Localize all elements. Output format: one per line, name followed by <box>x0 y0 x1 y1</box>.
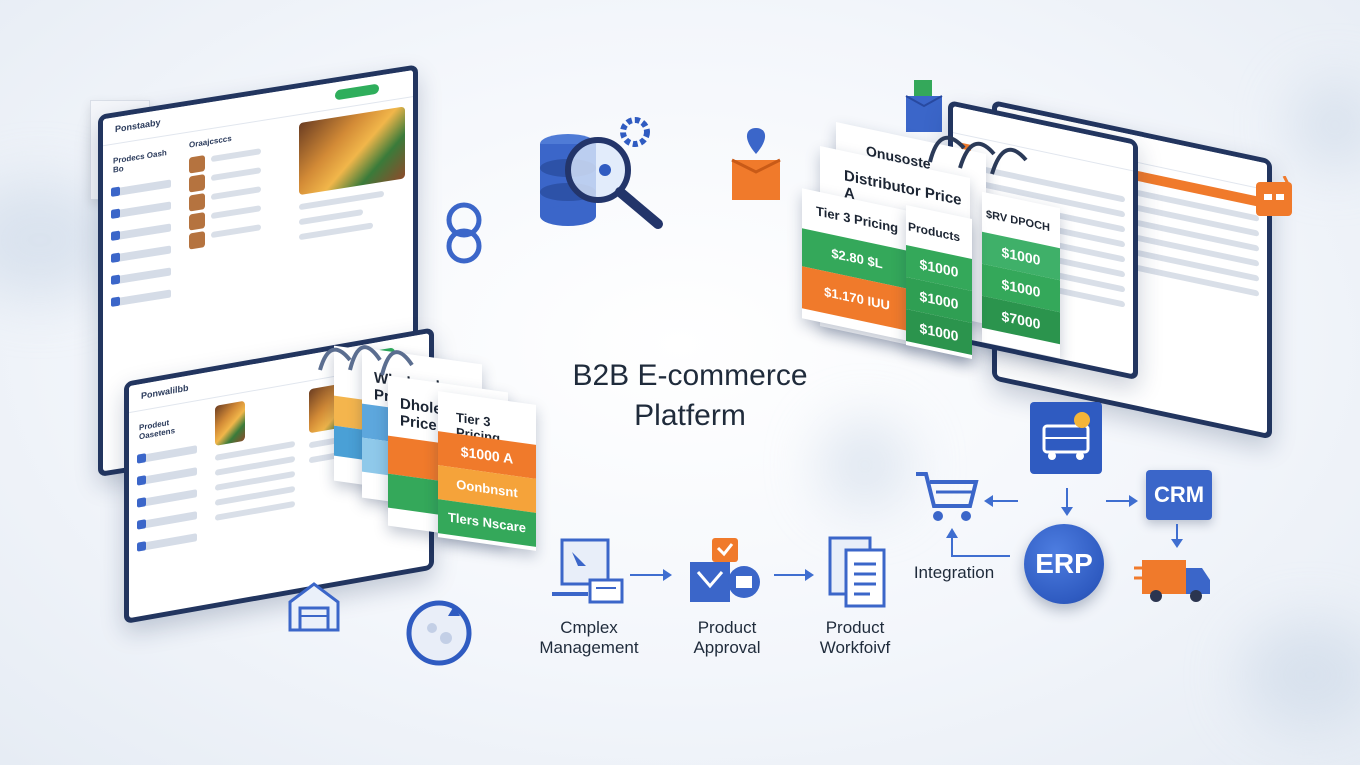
sidebar-heading: Prodecs Oash Bo <box>113 148 167 175</box>
background-blur <box>1290 80 1360 170</box>
sidebar-item[interactable] <box>115 201 171 219</box>
cart-arrow <box>984 495 1018 507</box>
sidebar-item[interactable] <box>115 267 171 285</box>
sidebar-heading: Prodeut Oasetens <box>139 418 176 442</box>
flow-arrow <box>774 569 814 581</box>
background-blur <box>820 420 910 510</box>
card-label: Products <box>908 219 961 245</box>
sidebar-item[interactable] <box>141 467 197 486</box>
crm-down-arrow <box>1171 524 1183 548</box>
binder-rings <box>928 135 1028 175</box>
green-price-card: $RV DPOCH $1000 $1000 $7000 <box>982 191 1060 359</box>
warehouse-icon <box>288 582 340 632</box>
cube-icon <box>905 80 943 132</box>
sidebar-item[interactable] <box>115 245 171 263</box>
workflow-label-management: Cmplex Management <box>539 618 639 657</box>
sidebar-item[interactable] <box>141 533 197 552</box>
products-price-card: Products $1000 $1000 $1000 <box>906 204 972 360</box>
workflow-label-approval: Product Approval <box>693 618 761 657</box>
shopping-cart-icon <box>916 472 979 521</box>
sidebar-item[interactable] <box>115 289 171 307</box>
background-blur <box>1240 620 1360 730</box>
product-image <box>215 400 245 446</box>
approval-icon <box>690 538 760 602</box>
title-line-1: B2B E-commerce <box>572 359 808 392</box>
page-title: B2B E-commerce Platferm <box>530 356 850 436</box>
workflow-label-workflow: Product Workfoivf <box>819 618 891 657</box>
erp-badge: ERP <box>1024 524 1104 604</box>
sync-icon <box>406 600 472 666</box>
card-label: $RV DPOCH <box>986 208 1050 235</box>
sidebar: Prodecs Oash Bo <box>103 134 183 323</box>
vehicle-app-icon <box>1030 402 1102 474</box>
vehicle-arrow <box>1061 488 1073 516</box>
green-action-button[interactable] <box>335 83 379 101</box>
link-icon <box>446 202 482 264</box>
sidebar-item[interactable] <box>141 445 197 464</box>
flow-arrow <box>630 569 672 581</box>
product-image <box>299 106 405 196</box>
crm-label: CRM <box>1153 482 1205 507</box>
workflow-document-icon <box>828 536 886 608</box>
product-list: Oraajcsccs <box>183 116 291 309</box>
robot-icon <box>1256 176 1292 216</box>
sidebar-item[interactable] <box>115 179 171 197</box>
crm-badge: CRM <box>1146 470 1212 520</box>
product-list <box>209 383 301 553</box>
sidebar-item[interactable] <box>141 511 197 530</box>
binder-rings <box>318 345 414 376</box>
sidebar-item[interactable] <box>115 223 171 241</box>
database-search-icon <box>540 117 663 229</box>
title-line-2: Platferm <box>634 399 746 432</box>
location-box-icon <box>731 128 781 200</box>
tier-3-pricing-right-card: Tier 3 Pricing $2.80 $L $1.170 IUU <box>802 188 912 342</box>
product-detail <box>291 97 413 292</box>
integration-label: Integration <box>913 563 995 582</box>
crm-arrow <box>1106 495 1138 507</box>
tier-3-pricing-card: Tier 3 Pricing $1000 A Oonbnsnt Tlers Ns… <box>438 391 536 551</box>
management-icon <box>552 538 624 604</box>
sidebar-item[interactable] <box>141 489 197 508</box>
screen-brand: Ponwalilbb <box>141 382 189 402</box>
sidebar: Prodeut Oasetens <box>129 399 209 567</box>
return-arrow <box>946 528 1010 557</box>
erp-label: ERP <box>1035 548 1093 579</box>
screen-brand: Ponstaaby <box>115 117 161 135</box>
delivery-truck-icon <box>1134 560 1210 602</box>
